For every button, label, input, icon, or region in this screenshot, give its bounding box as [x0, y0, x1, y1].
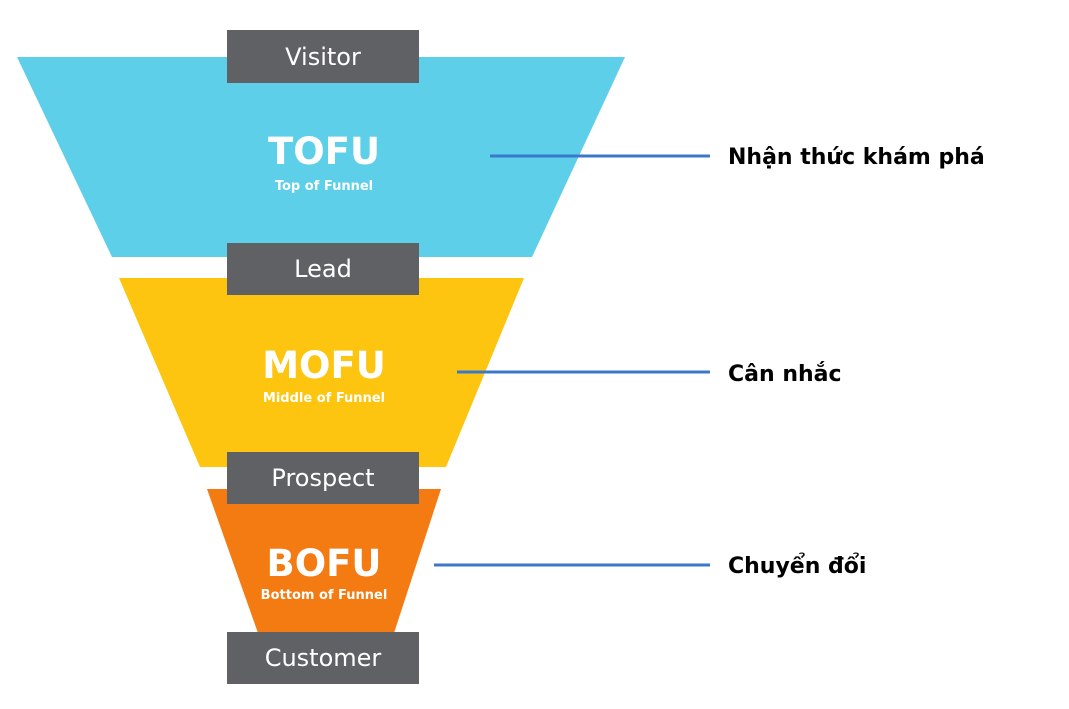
- stage-bofu-subtitle: Bottom of Funnel: [261, 588, 388, 603]
- stage-mofu-shape: [119, 278, 524, 467]
- gate-customer-box: [227, 632, 419, 684]
- stage-mofu: MOFU Middle of Funnel: [119, 278, 524, 467]
- gate-lead-box: [227, 243, 419, 295]
- gate-prospect-box: [227, 452, 419, 504]
- gate-lead: Lead: [227, 243, 419, 295]
- gate-visitor-label: Visitor: [285, 43, 361, 71]
- gate-visitor: Visitor: [227, 30, 419, 83]
- gate-visitor-box: [227, 30, 419, 83]
- gate-customer-label: Customer: [265, 644, 382, 672]
- outcome-tofu-label: Nhận thức khám phá: [728, 145, 985, 170]
- stage-bofu-title: BOFU: [267, 542, 382, 585]
- gate-prospect: Prospect: [227, 452, 419, 504]
- outcome-tofu: Nhận thức khám phá: [490, 145, 985, 170]
- stage-tofu-subtitle: Top of Funnel: [275, 179, 373, 194]
- stage-bofu-shape: [207, 489, 441, 633]
- outcome-mofu: Cân nhắc: [457, 361, 842, 387]
- stage-bofu: BOFU Bottom of Funnel: [207, 489, 441, 633]
- stage-mofu-subtitle: Middle of Funnel: [263, 391, 385, 406]
- stage-mofu-title: MOFU: [262, 344, 386, 387]
- outcome-mofu-label: Cân nhắc: [728, 361, 842, 387]
- outcome-bofu: Chuyển đổi: [434, 553, 866, 579]
- outcome-bofu-label: Chuyển đổi: [728, 553, 866, 579]
- stage-tofu-title: TOFU: [268, 130, 380, 173]
- gate-customer: Customer: [227, 632, 419, 684]
- stage-tofu: TOFU Top of Funnel: [17, 57, 625, 257]
- gate-prospect-label: Prospect: [271, 464, 374, 492]
- stage-tofu-shape: [17, 57, 625, 257]
- gate-lead-label: Lead: [294, 255, 352, 283]
